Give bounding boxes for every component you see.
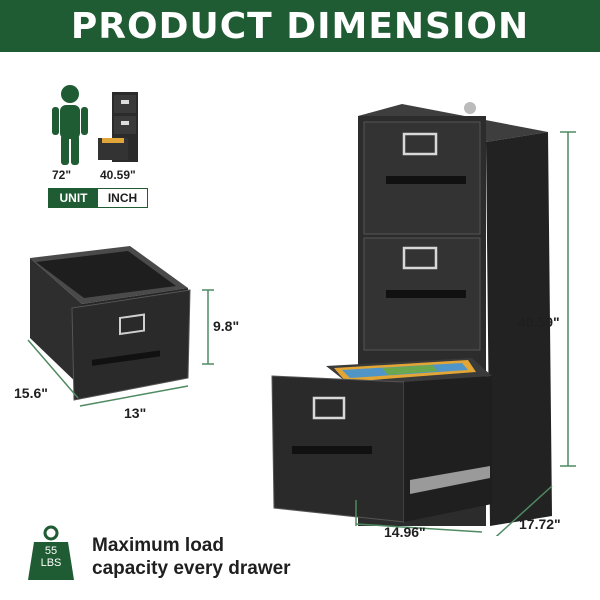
- unit-indicator: UNIT INCH: [48, 188, 148, 208]
- person-height-label: 72": [52, 168, 72, 182]
- cabinet-width-label: 14.96": [384, 524, 426, 540]
- unit-label: UNIT: [49, 189, 98, 207]
- cabinet-height-label: 40.59": [518, 314, 560, 330]
- mini-cabinet-icon: [98, 92, 138, 162]
- drawer-height-label: 9.8": [213, 318, 240, 334]
- unit-value: INCH: [107, 191, 138, 205]
- load-line-1: Maximum load: [92, 535, 224, 556]
- drawer-depth-label: 15.6": [14, 385, 48, 401]
- weight-value: 55 LBS: [34, 545, 68, 569]
- cabinet-illustration: [271, 102, 576, 536]
- cabinet-dimension-lines: [355, 131, 576, 536]
- cabinet-depth-label: 17.72": [519, 516, 561, 532]
- weight-number: 55: [44, 545, 58, 557]
- person-icon: [52, 85, 88, 165]
- mini-cabinet-height-label: 40.59": [100, 168, 136, 182]
- load-capacity-text: Maximum load capacity every drawer: [92, 534, 291, 580]
- load-line-2: capacity every drawer: [92, 558, 291, 579]
- drawer-dimension-lines: [27, 289, 214, 407]
- drawer-illustration: [27, 246, 214, 407]
- page-title: PRODUCT DIMENSION: [0, 0, 600, 52]
- size-comparison-graphic: [52, 85, 138, 165]
- drawer-width-label: 13": [124, 405, 147, 421]
- weight-icon: [28, 525, 74, 580]
- weight-unit: LBS: [40, 557, 62, 569]
